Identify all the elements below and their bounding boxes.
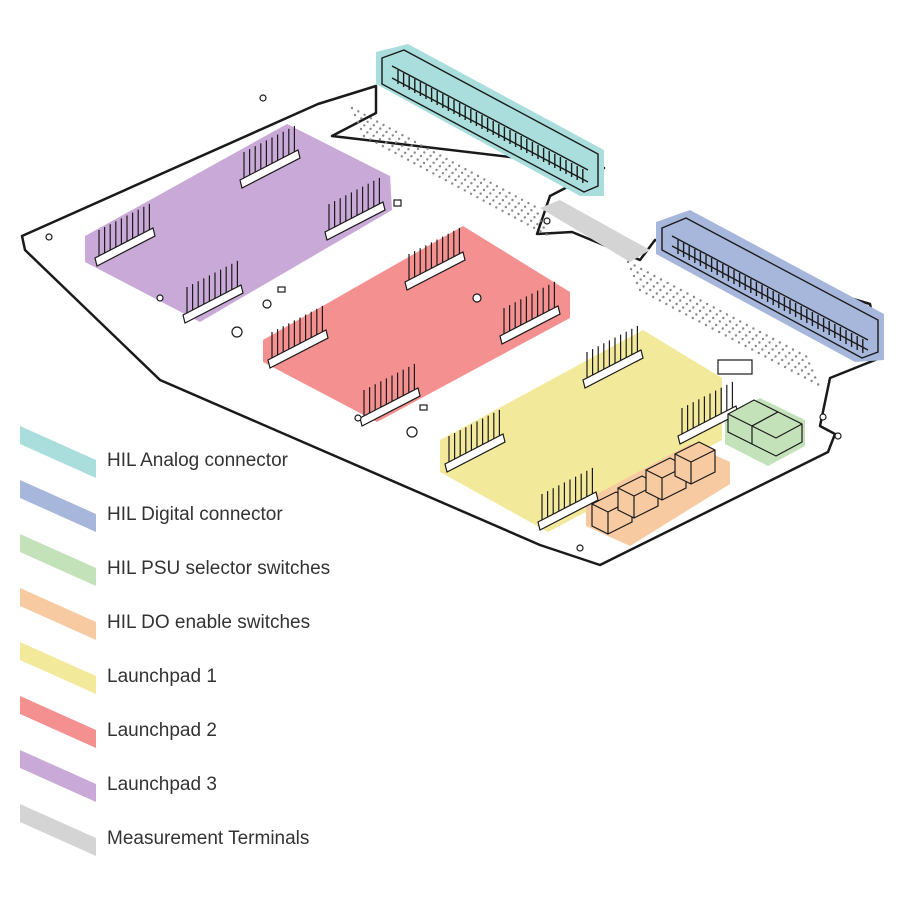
pin-headers [94,125,739,531]
small-components [45,94,842,552]
do-enable-switches [591,441,716,535]
hil-digital-connector [661,217,879,359]
hil-analog-connector [381,49,599,193]
measurement-terminal-holes [350,106,820,386]
launchpad-1-region [440,330,722,532]
launchpad-2-region [263,226,570,422]
measurement-terminals-region [540,200,650,262]
hil-digital-connector-region [656,210,884,362]
psu-selector-switches [727,399,803,457]
hil-analog-connector-region [376,44,604,196]
launchpad-3-region [85,124,392,322]
